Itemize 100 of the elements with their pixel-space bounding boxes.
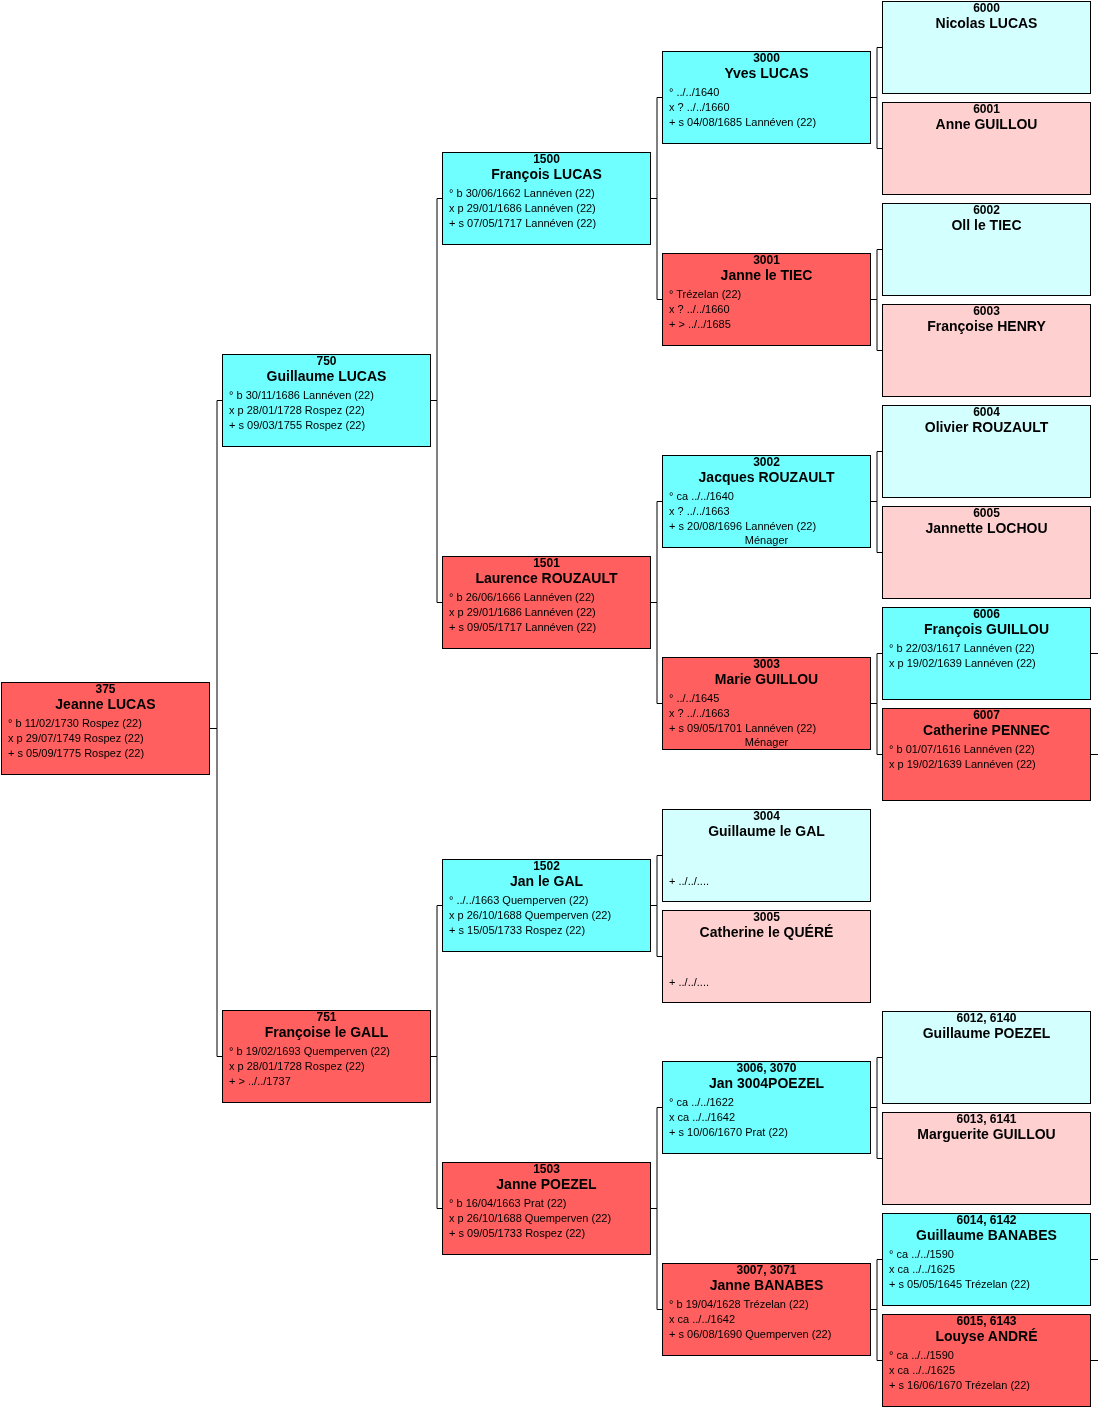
person-box: [662, 1263, 871, 1356]
person-box: [882, 607, 1091, 700]
person-name: Guillaume POEZEL: [922, 1025, 1051, 1042]
sosa-number: 6005: [973, 507, 1000, 520]
event-line: x p 29/07/1749 Rospez (22): [8, 731, 144, 746]
connector-line: [1090, 1259, 1098, 1260]
event-line: x ? ../../1663: [669, 504, 730, 519]
person-name: Jan 3004POEZEL: [708, 1075, 825, 1092]
person-box: [662, 809, 871, 902]
person-box: [222, 1010, 431, 1103]
person-box: [882, 1314, 1091, 1407]
person-name: Jannette LOCHOU: [925, 520, 1048, 537]
sosa-number: 6013, 6141: [956, 1113, 1017, 1126]
sosa-number: 6000: [973, 2, 1000, 15]
person-name: François LUCAS: [491, 166, 602, 183]
event-line: + s 09/03/1755 Rospez (22): [229, 418, 366, 433]
person-box: [882, 506, 1091, 599]
person-name: Louyse ANDRÉ: [935, 1328, 1038, 1345]
sosa-number: 3006, 3070: [736, 1062, 797, 1075]
event-line: x p 19/02/1639 Lannéven (22): [889, 757, 1036, 772]
sosa-number: 6015, 6143: [956, 1315, 1017, 1328]
event-line: + s 06/08/1690 Quemperven (22): [669, 1327, 832, 1342]
person-name: Janne POEZEL: [496, 1176, 597, 1193]
event-line: x ? ../../1663: [669, 706, 730, 721]
person-box: [882, 405, 1091, 498]
event-line: ° ../../1640: [669, 85, 720, 100]
person-name: Marguerite GUILLOU: [917, 1126, 1056, 1143]
event-line: x p 26/10/1688 Quemperven (22): [449, 908, 612, 923]
sosa-number: 3003: [753, 658, 780, 671]
person-box: [882, 304, 1091, 397]
event-line: ° b 16/04/1663 Prat (22): [449, 1196, 567, 1211]
event-line: x ca ../../1642: [669, 1110, 736, 1125]
event-line: x p 28/01/1728 Rospez (22): [229, 403, 365, 418]
person-box: [882, 102, 1091, 195]
event-line: x p 19/02/1639 Lannéven (22): [889, 656, 1036, 671]
event-line: + s 07/05/1717 Lannéven (22): [449, 216, 597, 231]
person-box: [662, 657, 871, 750]
person-name: Oll le TIEC: [951, 217, 1022, 234]
sosa-number: 1503: [533, 1163, 560, 1176]
person-name: Guillaume le GAL: [708, 823, 825, 840]
sosa-number: 3004: [753, 810, 780, 823]
person-name: Olivier ROUZAULT: [924, 419, 1049, 436]
person-name: Françoise HENRY: [927, 318, 1046, 335]
event-line: + s 09/05/1733 Rospez (22): [449, 1226, 586, 1241]
person-box: [662, 910, 871, 1003]
event-line: x p 29/01/1686 Lannéven (22): [449, 605, 596, 620]
person-box: [882, 1213, 1091, 1306]
occupation-text: Ménager: [744, 736, 789, 749]
sosa-number: 6012, 6140: [956, 1012, 1017, 1025]
event-line: x ca ../../1625: [889, 1363, 956, 1378]
sosa-number: 1501: [533, 557, 560, 570]
event-line: x p 28/01/1728 Rospez (22): [229, 1059, 365, 1074]
person-name: Anne GUILLOU: [935, 116, 1038, 133]
event-line: ° b 30/11/1686 Lannéven (22): [229, 388, 374, 403]
person-name: Janne le TIEC: [720, 267, 813, 284]
event-line: + > ../../1685: [669, 317, 731, 332]
sosa-number: 6002: [973, 204, 1000, 217]
event-line: ° b 11/02/1730 Rospez (22): [8, 716, 142, 731]
person-name: Nicolas LUCAS: [935, 15, 1038, 32]
occupation-text: Ménager: [744, 534, 789, 547]
event-line: ° b 22/03/1617 Lannéven (22): [889, 641, 1035, 656]
sosa-number: 751: [316, 1011, 337, 1024]
event-line: + s 04/08/1685 Lannéven (22): [669, 115, 817, 130]
event-line: x ? ../../1660: [669, 302, 730, 317]
person-box: [442, 1162, 651, 1255]
event-line: ° Trézelan (22): [669, 287, 742, 302]
event-line: ° ../../1663 Quemperven (22): [449, 893, 589, 908]
person-box: [662, 253, 871, 346]
event-line: x ca ../../1625: [889, 1262, 956, 1277]
sosa-number: 375: [95, 683, 116, 696]
person-name: Yves LUCAS: [724, 65, 809, 82]
connector-line: [1090, 1360, 1098, 1361]
event-line: ° b 19/04/1628 Trézelan (22): [669, 1297, 809, 1312]
sosa-number: 1500: [533, 153, 560, 166]
event-line: + s 16/06/1670 Trézelan (22): [889, 1378, 1030, 1393]
person-box: [442, 859, 651, 952]
event-line: + s 09/05/1701 Lannéven (22): [669, 721, 817, 736]
person-box: [882, 203, 1091, 296]
person-box: [442, 152, 651, 245]
event-line: x ? ../../1660: [669, 100, 730, 115]
sosa-number: 3007, 3071: [736, 1264, 797, 1277]
person-name: Marie GUILLOU: [714, 671, 819, 688]
event-line: + s 05/05/1645 Trézelan (22): [889, 1277, 1030, 1292]
person-name: Guillaume LUCAS: [266, 368, 387, 385]
person-box: [882, 708, 1091, 801]
person-box: [662, 1061, 871, 1154]
connector-line: [1090, 754, 1098, 755]
person-name: Catherine le QUÉRÉ: [699, 924, 834, 941]
event-line: + ../../....: [669, 874, 710, 889]
sosa-number: 750: [316, 355, 337, 368]
person-box: [662, 51, 871, 144]
sosa-number: 3005: [753, 911, 780, 924]
sosa-number: 1502: [533, 860, 560, 873]
person-box: [882, 1, 1091, 94]
person-name: Jan le GAL: [509, 873, 584, 890]
person-name: Laurence ROUZAULT: [475, 570, 618, 587]
sosa-number: 3001: [753, 254, 780, 267]
event-line: + > ../../1737: [229, 1074, 291, 1089]
person-name: François GUILLOU: [923, 621, 1050, 638]
person-box: [662, 455, 871, 548]
